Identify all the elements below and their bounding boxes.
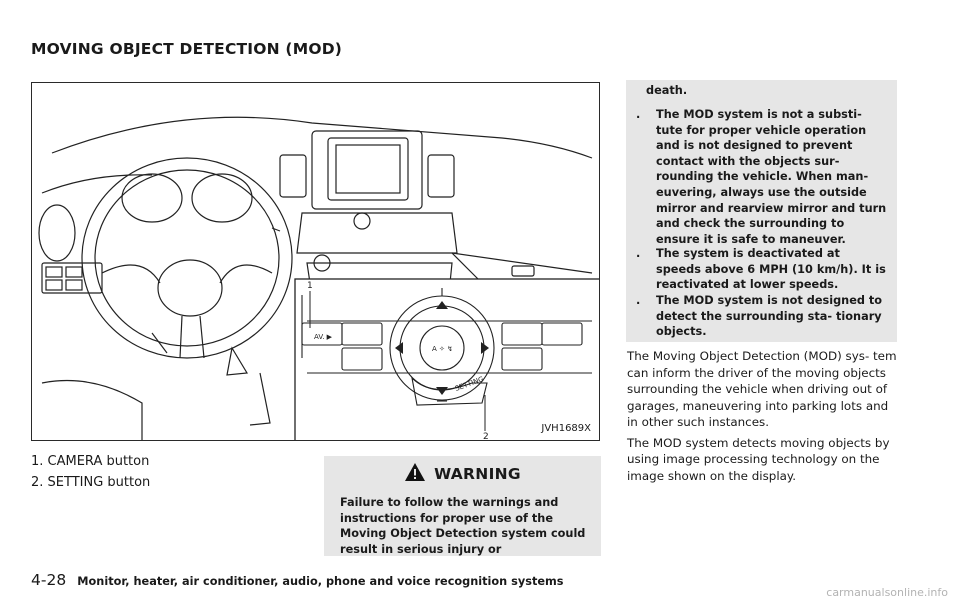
section-title: MOVING OBJECT DETECTION (MOD) <box>31 40 343 58</box>
warning-continuation-box: death. . The MOD system is not a substi-… <box>626 80 897 342</box>
chapter-title: Monitor, heater, air conditioner, audio,… <box>77 575 564 588</box>
warning-heading: WARNING <box>324 456 601 492</box>
callout-1-label: 1 <box>307 281 313 291</box>
warning-text: Failure to follow the warnings and instr… <box>340 496 586 556</box>
caption-camera-button: 1. CAMERA button <box>31 454 150 469</box>
bullet-marker: . <box>636 247 641 260</box>
warning-triangle-icon <box>404 462 426 486</box>
body-text: The Moving Object Detection (MOD) sys- t… <box>627 348 899 488</box>
warning-title: WARNING <box>434 465 521 483</box>
caption-setting-button: 2. SETTING button <box>31 475 151 490</box>
callout-2-label: 2 <box>483 432 489 441</box>
warning-bullet-text: The MOD system is not a substi- tute for… <box>656 108 887 246</box>
bullet-marker: . <box>636 108 641 121</box>
svg-text:A ✧ ↯: A ✧ ↯ <box>432 345 453 353</box>
page-footer: 4-28 Monitor, heater, air conditioner, a… <box>31 570 564 589</box>
dashboard-illustration: AV. ▶ SETTING A ✧ ↯ 1 2 JVH1689X <box>31 82 600 441</box>
watermark: carmanualsonline.info <box>826 586 948 599</box>
bullet-marker: . <box>636 294 641 307</box>
body-paragraph: The Moving Object Detection (MOD) sys- t… <box>627 349 897 429</box>
figure-captions: 1. CAMERA button 2. SETTING button <box>31 451 150 493</box>
figure-id: JVH1689X <box>541 423 591 434</box>
warning-bullet-text: The system is deactivated at speeds abov… <box>656 247 886 292</box>
body-paragraph: The MOD system detects moving objects by… <box>627 435 890 483</box>
dashboard-line-drawing: AV. ▶ SETTING A ✧ ↯ 1 2 <box>38 116 599 441</box>
page-number: 4-28 <box>31 571 67 589</box>
svg-text:AV. ▶: AV. ▶ <box>314 333 333 341</box>
warning-box: WARNING Failure to follow the warnings a… <box>324 456 601 556</box>
warning-bullet-text: The MOD system is not designed to detect… <box>656 294 883 339</box>
warning-continuation-text: death. <box>646 84 688 97</box>
